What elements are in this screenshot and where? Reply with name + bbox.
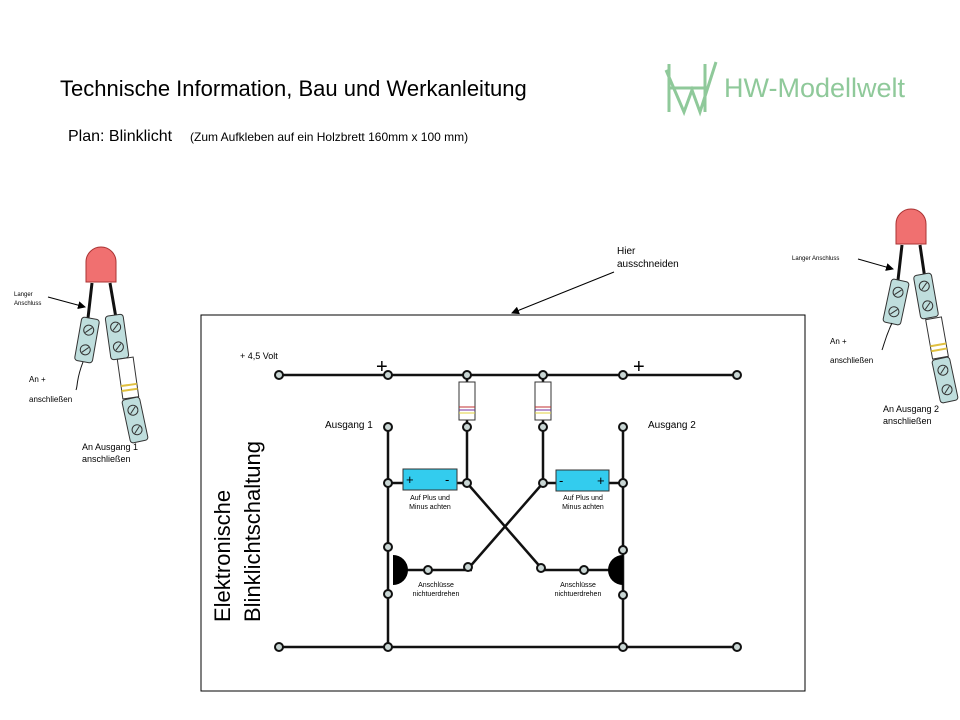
led-left-long-lead-2: Anschluss: [14, 301, 41, 307]
cut-hint-line2: ausschneiden: [617, 259, 679, 270]
led-right-plus-2: anschließen: [830, 356, 873, 365]
led-left-assembly: [47, 246, 149, 444]
led-right-icon: [895, 208, 927, 245]
led-right-out-1: An Ausgang 2: [883, 404, 939, 414]
cap-left-note2: Minus achten: [409, 504, 451, 511]
cut-hint-line1: Hier: [617, 246, 636, 257]
transistor-right-note1: Anschlüsse: [560, 582, 596, 589]
board-title-line2: Blinklichtschaltung: [240, 441, 265, 622]
plan-note: (Zum Aufkleben auf ein Holzbrett 160mm x…: [190, 130, 468, 144]
capacitor-left: + -: [402, 468, 458, 491]
cap-left-minus: -: [445, 472, 449, 487]
led-right-plus-1: An +: [830, 337, 847, 346]
led-left-icon: [85, 246, 117, 283]
board-title-line1: Elektronische: [210, 490, 235, 622]
plan-label: Plan: Blinklicht: [68, 128, 173, 145]
logo-w-mark: [664, 61, 718, 117]
logo-text: HW-Modellwelt: [724, 73, 906, 103]
led-left-long-lead-1: Langer: [14, 292, 33, 298]
capacitor-right: - +: [555, 469, 610, 492]
output2-label: Ausgang 2: [648, 420, 696, 431]
led-right-long-lead: Langer Anschluss: [792, 256, 839, 262]
transistor-left-icon: [393, 555, 408, 585]
transistor-left-note2: nichtuerdrehen: [413, 591, 460, 598]
cap-right-plus: +: [597, 473, 605, 488]
led-left-plus-1: An +: [29, 375, 46, 384]
cut-arrow-icon: [511, 271, 615, 315]
cap-left-note1: Auf Plus und: [410, 495, 450, 502]
plus-sign-left: +: [376, 356, 388, 378]
resistor-left: [458, 381, 476, 421]
led-right-out-2: anschließen: [883, 416, 932, 426]
cap-right-note2: Minus achten: [562, 504, 604, 511]
led-left-plus-2: anschließen: [29, 395, 72, 404]
led-left-out-1: An Ausgang 1: [82, 442, 138, 452]
plus-sign-right: +: [633, 356, 645, 378]
connection-points: [274, 370, 742, 652]
led-right-assembly: [857, 208, 959, 404]
cap-right-note1: Auf Plus und: [563, 495, 603, 502]
logo: HW-Modellwelt: [664, 61, 906, 117]
page-title: Technische Information, Bau und Werkanle…: [60, 76, 527, 101]
output1-label: Ausgang 1: [325, 420, 373, 431]
resistor-right: [534, 381, 552, 421]
board-outline: [200, 314, 806, 692]
transistor-right-note2: nichtuerdrehen: [555, 591, 602, 598]
cap-right-minus: -: [559, 473, 563, 488]
transistor-right-icon: [608, 555, 623, 585]
supply-label: + 4,5 Volt: [240, 351, 278, 361]
transistor-left-note1: Anschlüsse: [418, 582, 454, 589]
cap-left-plus: +: [406, 472, 414, 487]
led-left-out-2: anschließen: [82, 454, 131, 464]
